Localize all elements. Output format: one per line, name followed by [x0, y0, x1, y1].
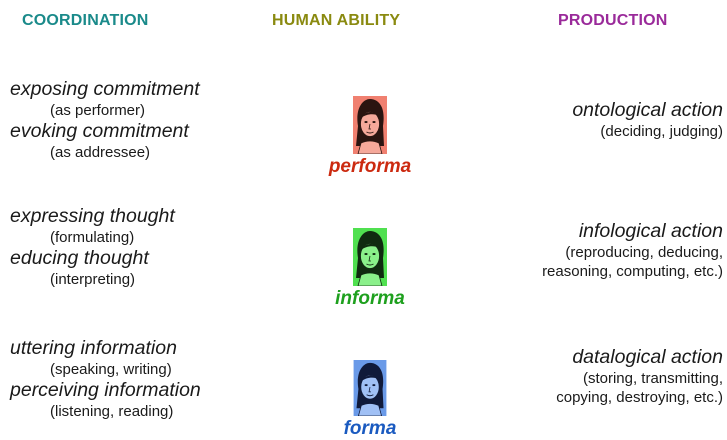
coordination-action: uttering information: [10, 337, 177, 359]
production-detail: (reproducing, deducing,: [565, 244, 723, 261]
header-coordination: COORDINATION: [22, 12, 149, 29]
coordination-group-forma: uttering information (speaking, writing)…: [10, 337, 310, 421]
production-group-infological: infological action (reproducing, deducin…: [403, 219, 723, 281]
production-action: datalogical action: [572, 346, 723, 368]
production-group-datalogical: datalogical action (storing, transmittin…: [403, 345, 723, 407]
production-action: ontological action: [572, 99, 723, 121]
coordination-action: perceiving information: [10, 379, 201, 401]
woman-face-icon: [353, 360, 387, 416]
ability-label: performa: [328, 156, 412, 177]
header-production: PRODUCTION: [558, 12, 668, 29]
woman-face-icon: [353, 96, 387, 154]
coordination-detail: (listening, reading): [50, 403, 174, 420]
production-detail: copying, destroying, etc.): [556, 389, 723, 406]
production-group-ontological: ontological action (deciding, judging): [403, 98, 723, 141]
production-detail: (storing, transmitting,: [582, 370, 723, 387]
coordination-detail: (interpreting): [50, 271, 136, 288]
ability-forma: forma: [300, 360, 440, 440]
coordination-group-informa: expressing thought (formulating) educing…: [10, 205, 310, 289]
production-detail: reasoning, computing, etc.): [542, 263, 723, 280]
ability-label: informa: [335, 288, 405, 309]
coordination-action: evoking commitment: [10, 120, 189, 142]
coordination-action: exposing commitment: [10, 78, 200, 100]
coordination-detail: (as performer): [50, 102, 146, 119]
coordination-group-performa: exposing commitment (as performer) evoki…: [10, 78, 310, 162]
coordination-detail: (formulating): [50, 229, 135, 246]
coordination-action: expressing thought: [10, 205, 175, 227]
ability-performa: performa: [300, 96, 440, 178]
woman-face-icon: [353, 228, 387, 286]
coordination-action: educing thought: [10, 247, 149, 269]
header-human-ability: HUMAN ABILITY: [272, 12, 401, 29]
production-action: infological action: [578, 220, 723, 242]
coordination-detail: (speaking, writing): [50, 361, 172, 378]
ability-label: forma: [343, 418, 397, 439]
coordination-detail: (as addressee): [50, 144, 151, 161]
production-detail: (deciding, judging): [600, 123, 723, 140]
ability-informa: informa: [300, 228, 440, 310]
